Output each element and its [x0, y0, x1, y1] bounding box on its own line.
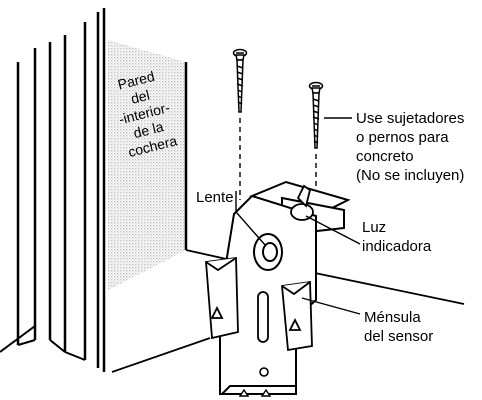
door-jamb-base	[0, 325, 86, 361]
garage-interior-wall	[108, 40, 186, 290]
fasteners-label-line-2: o pernos para	[356, 129, 449, 146]
screw-left	[232, 48, 248, 113]
light-label-line-2: indicadora	[362, 238, 432, 255]
fasteners-label-line-4: (No se incluyen)	[356, 167, 464, 184]
fasteners-label-line-1: Use sujetadores	[356, 110, 464, 127]
bracket-label-line-1: Ménsula	[364, 309, 421, 326]
sensor-lens	[253, 233, 283, 271]
leader-lines	[235, 117, 361, 315]
lens-label: Lente	[196, 189, 234, 206]
bracket-tab-right	[281, 280, 313, 352]
indicator-light	[290, 184, 314, 221]
bracket-tab-left	[205, 256, 239, 340]
light-label-line-1: Luz	[362, 219, 386, 236]
bracket-label-line-2: del sensor	[364, 328, 433, 345]
bracket-slot	[257, 291, 269, 343]
wall-label-line-4: de la	[132, 118, 166, 141]
base-arrows	[238, 388, 272, 397]
fasteners-label-line-3: concreto	[356, 148, 414, 165]
bracket-hole	[259, 367, 269, 377]
screw-right	[308, 81, 324, 149]
door-jamb	[16, 8, 106, 372]
wall-label-line-2: del	[129, 87, 151, 107]
